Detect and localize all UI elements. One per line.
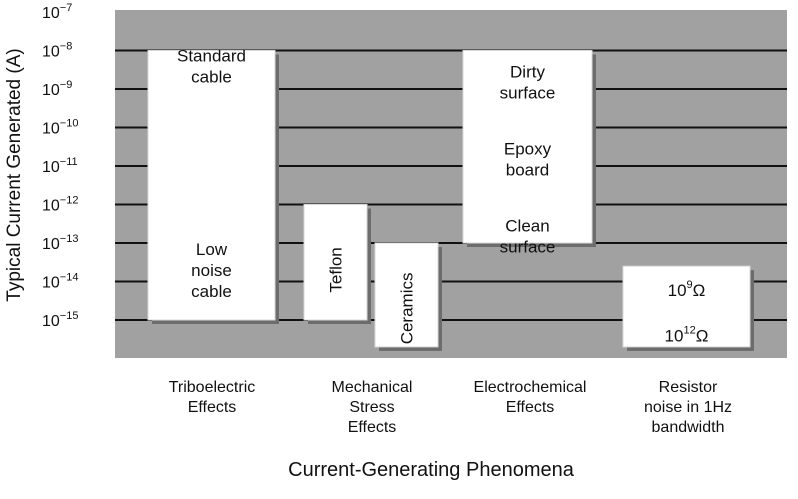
y-tick-label: 10−15 [42, 310, 78, 330]
bar: Teflon [303, 204, 371, 324]
bar-rect [374, 242, 439, 348]
bar-label: Ceramics [398, 273, 417, 345]
bar-label: Epoxy [504, 140, 552, 159]
bar-label: board [506, 161, 549, 180]
bar-label: Dirty [510, 63, 545, 82]
bar: Ceramics [374, 242, 442, 351]
y-tick-label: 10−13 [42, 233, 78, 253]
category-label: noise in 1Hz [644, 399, 732, 416]
bar-rect [147, 50, 276, 321]
y-tick-label: 10−9 [42, 79, 72, 99]
y-tick-label: 10−7 [42, 2, 72, 22]
category-label: Stress [349, 399, 394, 416]
category-label: bandwidth [652, 419, 725, 436]
category-label: Electrochemical [474, 379, 587, 396]
category-label: Effects [348, 419, 397, 436]
y-tick-label: 10−10 [42, 118, 78, 138]
bar-label: Standard [177, 46, 246, 65]
bar-label: surface [500, 84, 556, 103]
y-tick-label: 10−8 [42, 41, 72, 61]
y-tick-label: 10−12 [42, 195, 78, 215]
y-tick-label: 10−14 [42, 272, 78, 292]
y-axis-label: Typical Current Generated (A) [4, 48, 25, 301]
x-axis-label: Current-Generating Phenomena [288, 459, 575, 481]
bar: 109Ω 1012Ω [622, 265, 754, 351]
bar-rect [462, 50, 593, 244]
category-label: Mechanical [332, 379, 413, 396]
category-label: Effects [188, 399, 237, 416]
bar-label: cable [191, 282, 232, 301]
category-labels: TriboelectricEffectsMechanicalStressEffe… [169, 379, 732, 436]
bar-label: 1012Ω [665, 324, 709, 345]
category-label: Effects [506, 399, 555, 416]
bar-rect [303, 204, 368, 321]
y-tick-labels: 10−7 10−8 10−9 10−10 10−11 10−12 10−13 10−14 10−… [42, 2, 78, 330]
bar-label: noise [191, 261, 232, 280]
bar-rect [622, 265, 751, 348]
category-label: Triboelectric [169, 379, 256, 396]
bar-label: Clean [505, 217, 549, 236]
bar-label: Teflon [327, 247, 346, 292]
bar-label: 109Ω [668, 279, 706, 300]
bar-label: cable [191, 67, 232, 86]
category-label: Resistor [659, 379, 718, 396]
bar-label: Low [196, 240, 228, 259]
y-tick-label: 10−11 [42, 156, 78, 176]
bar-label: surface [500, 238, 556, 257]
